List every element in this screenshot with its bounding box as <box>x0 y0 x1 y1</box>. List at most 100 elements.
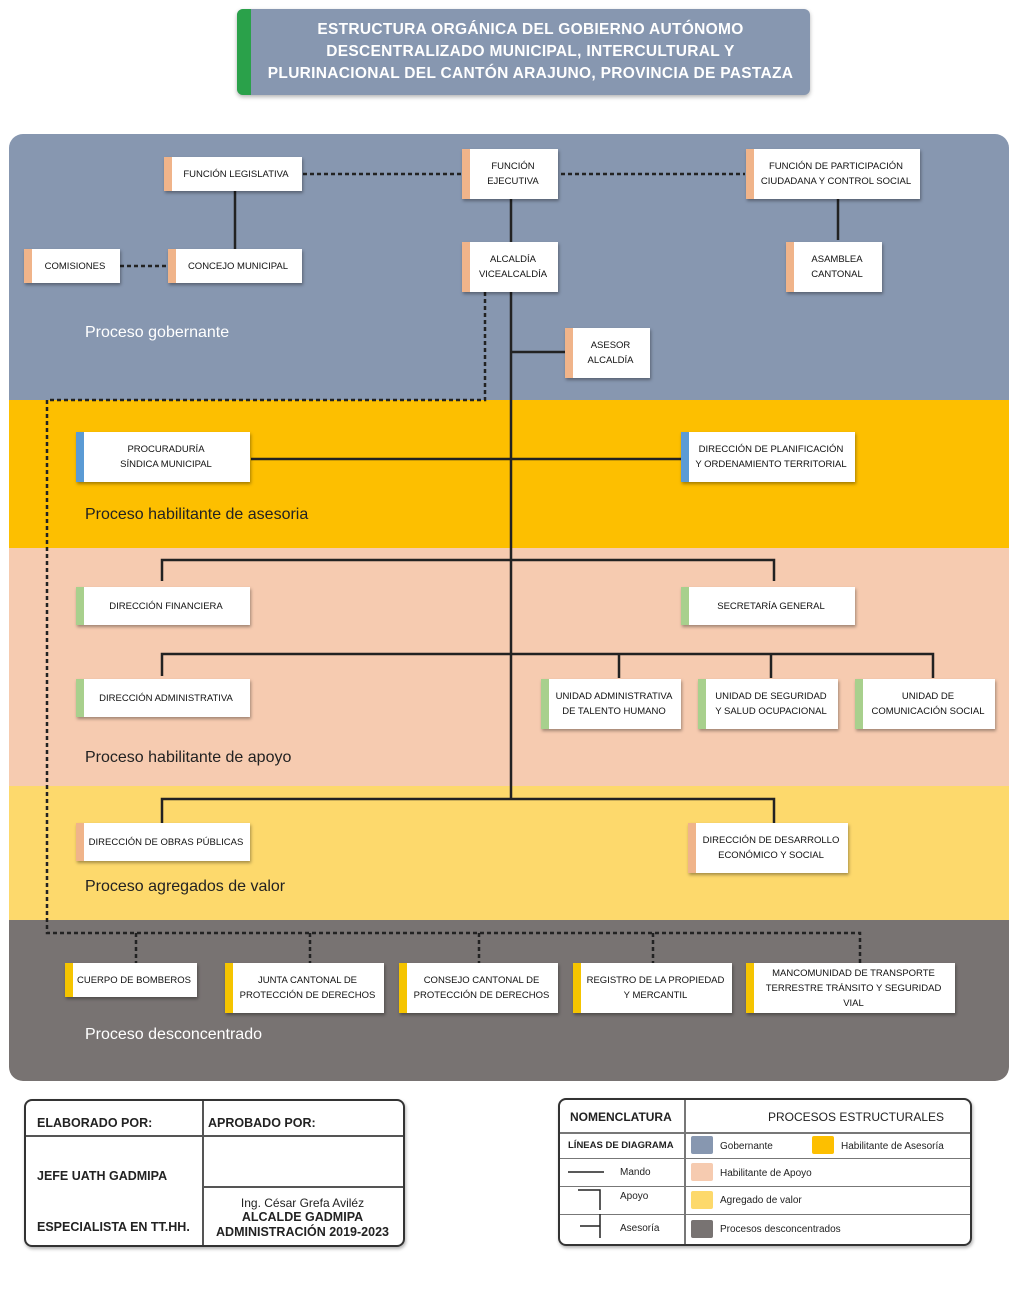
node-label-line-1: REGISTRO DE LA PROPIEDAD <box>586 975 725 986</box>
legend-gobernante: Gobernante <box>720 1141 773 1152</box>
node-label-line-1: UNIDAD ADMINISTRATIVA <box>555 691 673 702</box>
diagram-title: ESTRUCTURA ORGÁNICA DEL GOBIERNO AUTÓNOM… <box>251 9 810 95</box>
legend-habilitante-asesoria: Habilitante de Asesoría <box>841 1141 944 1152</box>
node-registro-propiedad: REGISTRO DE LA PROPIEDAD Y MERCANTIL <box>573 963 732 1013</box>
node-label: CONCEJO MUNICIPAL <box>187 260 289 272</box>
node-label-line-2: VICEALCALDÍA <box>478 269 548 280</box>
node-label-line-2: Y MERCANTIL <box>623 990 688 1001</box>
node-label: DIRECCIÓN ADMINISTRATIVA <box>99 692 233 704</box>
band-label-gobernante: Proceso gobernante <box>85 324 230 341</box>
coordination-lines <box>45 172 862 963</box>
apoyo-line-sample <box>578 1189 601 1210</box>
swatch-habilitante-asesoria <box>812 1136 834 1154</box>
node-label-line-1: MANCOMUNIDAD DE TRANSPORTE <box>772 967 935 979</box>
legend-apoyo: Apoyo <box>620 1191 649 1202</box>
approver-name: Ing. César Grefa Aviléz <box>240 1196 365 1210</box>
node-label: SECRETARÍA GENERAL <box>717 600 825 612</box>
node-label-line-2: TERRESTRE TRÁNSITO Y SEGURIDAD VIAL <box>765 982 942 1009</box>
node-secretaria-general: SECRETARÍA GENERAL <box>681 587 855 625</box>
legend-lineas: LÍNEAS DE DIAGRAMA <box>568 1140 674 1151</box>
node-label-line-1: ALCALDÍA <box>490 254 536 265</box>
node-label-line-2: EJECUTIVA <box>487 176 539 187</box>
node-desarrollo-economico: DIRECCIÓN DE DESARROLLO ECONÓMICO Y SOCIA… <box>688 823 848 873</box>
node-label-line-1: CONSEJO CANTONAL DE <box>423 975 540 986</box>
signature-table: ELABORADO POR: APROBADO POR: JEFE UATH G… <box>24 1099 405 1247</box>
node-label-line-2: ECONÓMICO Y SOCIAL <box>718 850 824 861</box>
node-label-line-1: PROCURADURÍA <box>127 444 205 455</box>
legend-desconcentrados: Procesos desconcentrados <box>720 1224 841 1235</box>
node-procuraduria: PROCURADURÍA SÍNDICA MUNICIPAL <box>76 432 250 482</box>
band-label-desconcentrado: Proceso desconcentrado <box>85 1026 262 1043</box>
node-asesor-alcaldia: ASESOR ALCALDÍA <box>565 328 650 378</box>
node-label-line-2: COMUNICACIÓN SOCIAL <box>871 706 985 717</box>
node-cuerpo-bomberos: CUERPO DE BOMBEROS <box>65 963 197 997</box>
band-label-valor: Proceso agregados de valor <box>85 878 286 895</box>
approver-role: ALCALDE GADMIPA <box>241 1210 364 1224</box>
node-label-line-2: DE TALENTO HUMANO <box>562 706 666 717</box>
aprobado-label: APROBADO POR: <box>208 1116 316 1130</box>
legend-asesoria: Asesoría <box>620 1223 660 1234</box>
node-label-line-2: CANTONAL <box>811 269 863 280</box>
node-label-line-1: FUNCIÓN <box>491 161 535 172</box>
node-label-line-1: UNIDAD DE <box>901 691 955 702</box>
node-junta-cantonal: JUNTA CANTONAL DE PROTECCIÓN DE DERECHOS <box>225 963 384 1013</box>
node-label: DIRECCIÓN FINANCIERA <box>109 600 223 612</box>
node-label-line-2: PROTECCIÓN DE DERECHOS <box>239 990 376 1001</box>
node-label-line-1: DIRECCIÓN DE PLANIFICACIÓN <box>698 444 844 455</box>
node-comisiones: COMISIONES <box>24 249 120 283</box>
node-consejo-cantonal: CONSEJO CANTONAL DE PROTECCIÓN DE DERECHO… <box>399 963 558 1013</box>
legend-nomenclatura: NOMENCLATURA <box>570 1110 672 1124</box>
swatch-habilitante-apoyo <box>691 1163 713 1181</box>
node-label-line-2: PROTECCIÓN DE DERECHOS <box>413 990 550 1001</box>
node-funcion-legislativa: FUNCIÓN LEGISLATIVA <box>164 157 302 191</box>
title-accent-bar <box>237 9 251 95</box>
legend-table: NOMENCLATURA PROCESOS ESTRUCTURALES LÍNE… <box>558 1098 972 1246</box>
node-direccion-administrativa: DIRECCIÓN ADMINISTRATIVA <box>76 679 250 717</box>
node-funcion-participacion: FUNCIÓN DE PARTICIPACIÓN CIUDADANA Y CONT… <box>746 149 920 199</box>
node-label: DIRECCIÓN DE OBRAS PÚBLICAS <box>88 836 244 848</box>
node-label-line-1: JUNTA CANTONAL DE <box>257 975 358 986</box>
legend-habilitante-apoyo: Habilitante de Apoyo <box>720 1168 812 1179</box>
node-mancomunidad: MANCOMUNIDAD DE TRANSPORTE TERRESTRE TRÁN… <box>746 963 955 1013</box>
title-line-3: PLURINACIONAL DEL CANTÓN ARAJUNO, PROVIN… <box>267 65 794 82</box>
node-label-line-2: SÍNDICA MUNICIPAL <box>120 459 212 470</box>
node-obras-publicas: DIRECCIÓN DE OBRAS PÚBLICAS <box>76 823 250 861</box>
node-label-line-1: FUNCIÓN DE PARTICIPACIÓN <box>768 161 904 172</box>
swatch-agregado <box>691 1191 713 1209</box>
approver-period: ADMINISTRACIÓN 2019-2023 <box>216 1225 389 1239</box>
node-funcion-ejecutiva: FUNCIÓN EJECUTIVA <box>462 149 558 199</box>
node-label-line-2: Y ORDENAMIENTO TERRITORIAL <box>695 459 847 470</box>
node-comunicacion-social: UNIDAD DE COMUNICACIÓN SOCIAL <box>855 679 995 729</box>
node-label-line-1: DIRECCIÓN DE DESARROLLO <box>702 835 840 846</box>
node-label: COMISIONES <box>44 260 106 272</box>
node-label: CUERPO DE BOMBEROS <box>76 974 192 986</box>
node-talento-humano: UNIDAD ADMINISTRATIVA DE TALENTO HUMANO <box>541 679 681 729</box>
legend-procesos: PROCESOS ESTRUCTURALES <box>768 1110 945 1124</box>
legend-line-samples <box>568 1171 604 1238</box>
node-concejo-municipal: CONCEJO MUNICIPAL <box>168 249 302 283</box>
title-line-2: DESCENTRALIZADO MUNICIPAL, INTERCULTURAL… <box>326 43 735 60</box>
diagram-title-box: ESTRUCTURA ORGÁNICA DEL GOBIERNO AUTÓNOM… <box>237 9 810 95</box>
swatch-gobernante <box>691 1136 713 1154</box>
node-planificacion: DIRECCIÓN DE PLANIFICACIÓN Y ORDENAMIENTO… <box>681 432 855 482</box>
mando-lines <box>160 191 935 824</box>
legend-agregado: Agregado de valor <box>720 1195 802 1206</box>
node-direccion-financiera: DIRECCIÓN FINANCIERA <box>76 587 250 625</box>
node-label-line-2: ALCALDÍA <box>587 355 634 366</box>
title-line-1: ESTRUCTURA ORGÁNICA DEL GOBIERNO AUTÓNOM… <box>317 21 744 38</box>
especialista: ESPECIALISTA EN TT.HH. <box>37 1220 190 1234</box>
node-label-line-2: CIUDADANA Y CONTROL SOCIAL <box>760 176 912 187</box>
node-label-line-1: ASAMBLEA <box>811 254 863 265</box>
asesoria-line-sample <box>580 1214 601 1238</box>
jefe-uath: JEFE UATH GADMIPA <box>37 1169 168 1183</box>
elaborado-label: ELABORADO POR: <box>37 1116 153 1130</box>
node-label: FUNCIÓN LEGISLATIVA <box>183 168 289 180</box>
node-label-line-1: UNIDAD DE SEGURIDAD <box>715 691 827 702</box>
node-asamblea-cantonal: ASAMBLEA CANTONAL <box>786 242 882 292</box>
swatch-desconcentrados <box>691 1220 713 1238</box>
node-label-line-1: ASESOR <box>590 340 631 351</box>
node-alcaldia: ALCALDÍA VICEALCALDÍA <box>462 242 558 292</box>
band-label-asesoria: Proceso habilitante de asesoria <box>85 506 309 523</box>
legend-mando: Mando <box>620 1167 651 1178</box>
